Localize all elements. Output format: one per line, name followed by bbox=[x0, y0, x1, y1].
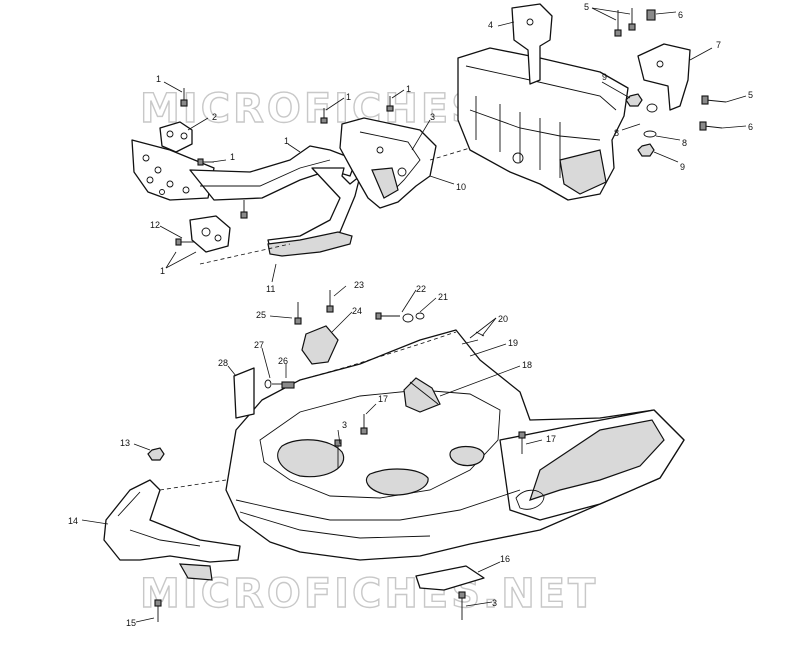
callout-17-a: 17 bbox=[378, 394, 388, 404]
callout-10: 10 bbox=[456, 182, 466, 192]
bracket-4 bbox=[511, 3, 553, 85]
callout-5-a: 5 bbox=[584, 2, 589, 12]
callout-20: 20 bbox=[498, 314, 508, 324]
callout-1-c: 1 bbox=[406, 84, 411, 94]
callout-3-c: 3 bbox=[342, 420, 347, 430]
watermark-bottom: MICROFICHES.NET bbox=[140, 571, 598, 617]
callout-1-d: 1 bbox=[230, 152, 235, 162]
callout-25: 25 bbox=[256, 310, 266, 320]
front-bulkhead bbox=[429, 47, 629, 201]
callout-1-a: 1 bbox=[156, 74, 161, 84]
hardware-right bbox=[614, 8, 727, 157]
callout-1-e: 1 bbox=[284, 136, 289, 146]
skid-plate-16 bbox=[415, 565, 485, 591]
callout-3-b: 3 bbox=[492, 598, 497, 608]
callout-26: 26 bbox=[278, 356, 288, 366]
callout-9-b: 9 bbox=[680, 162, 685, 172]
callout-5-b: 5 bbox=[748, 90, 753, 100]
callout-27: 27 bbox=[254, 340, 264, 350]
callout-13: 13 bbox=[120, 438, 130, 448]
front-bumper bbox=[103, 479, 241, 581]
callout-19: 19 bbox=[508, 338, 518, 348]
callout-21: 21 bbox=[438, 292, 448, 302]
callout-22: 22 bbox=[416, 284, 426, 294]
bracket-24 bbox=[301, 325, 339, 365]
front-frame-assembly bbox=[131, 88, 394, 265]
callout-9-a: 9 bbox=[602, 72, 607, 82]
steering-post-bracket bbox=[339, 117, 437, 209]
hardware-lower bbox=[147, 290, 526, 622]
callout-18: 18 bbox=[522, 360, 532, 370]
callout-4: 4 bbox=[488, 20, 493, 30]
belly-pan bbox=[225, 329, 685, 561]
bracket-7 bbox=[637, 43, 691, 111]
callout-15: 15 bbox=[126, 618, 136, 628]
callout-1-f: 1 bbox=[160, 266, 165, 276]
callout-7: 7 bbox=[716, 40, 721, 50]
callout-2: 2 bbox=[212, 112, 217, 122]
callout-23: 23 bbox=[354, 280, 364, 290]
callout-6-a: 6 bbox=[678, 10, 683, 20]
callout-24: 24 bbox=[352, 306, 362, 316]
callout-11: 11 bbox=[266, 284, 275, 294]
callout-28: 28 bbox=[218, 358, 228, 368]
callout-6-b: 6 bbox=[748, 122, 753, 132]
callout-labels: 1 2 1 1 1 1 3 10 4 5 6 7 9 5 6 8 8 9 12 … bbox=[68, 2, 753, 628]
callout-8-b: 8 bbox=[682, 138, 687, 148]
callout-1-b: 1 bbox=[346, 92, 351, 102]
callout-8-a: 8 bbox=[614, 128, 619, 138]
callout-14: 14 bbox=[68, 516, 78, 526]
callout-3-a: 3 bbox=[430, 112, 435, 122]
leader-lines bbox=[81, 7, 747, 623]
callout-16: 16 bbox=[500, 554, 510, 564]
callout-17-b: 17 bbox=[546, 434, 556, 444]
callout-12: 12 bbox=[150, 220, 160, 230]
bracket-28 bbox=[233, 367, 255, 419]
